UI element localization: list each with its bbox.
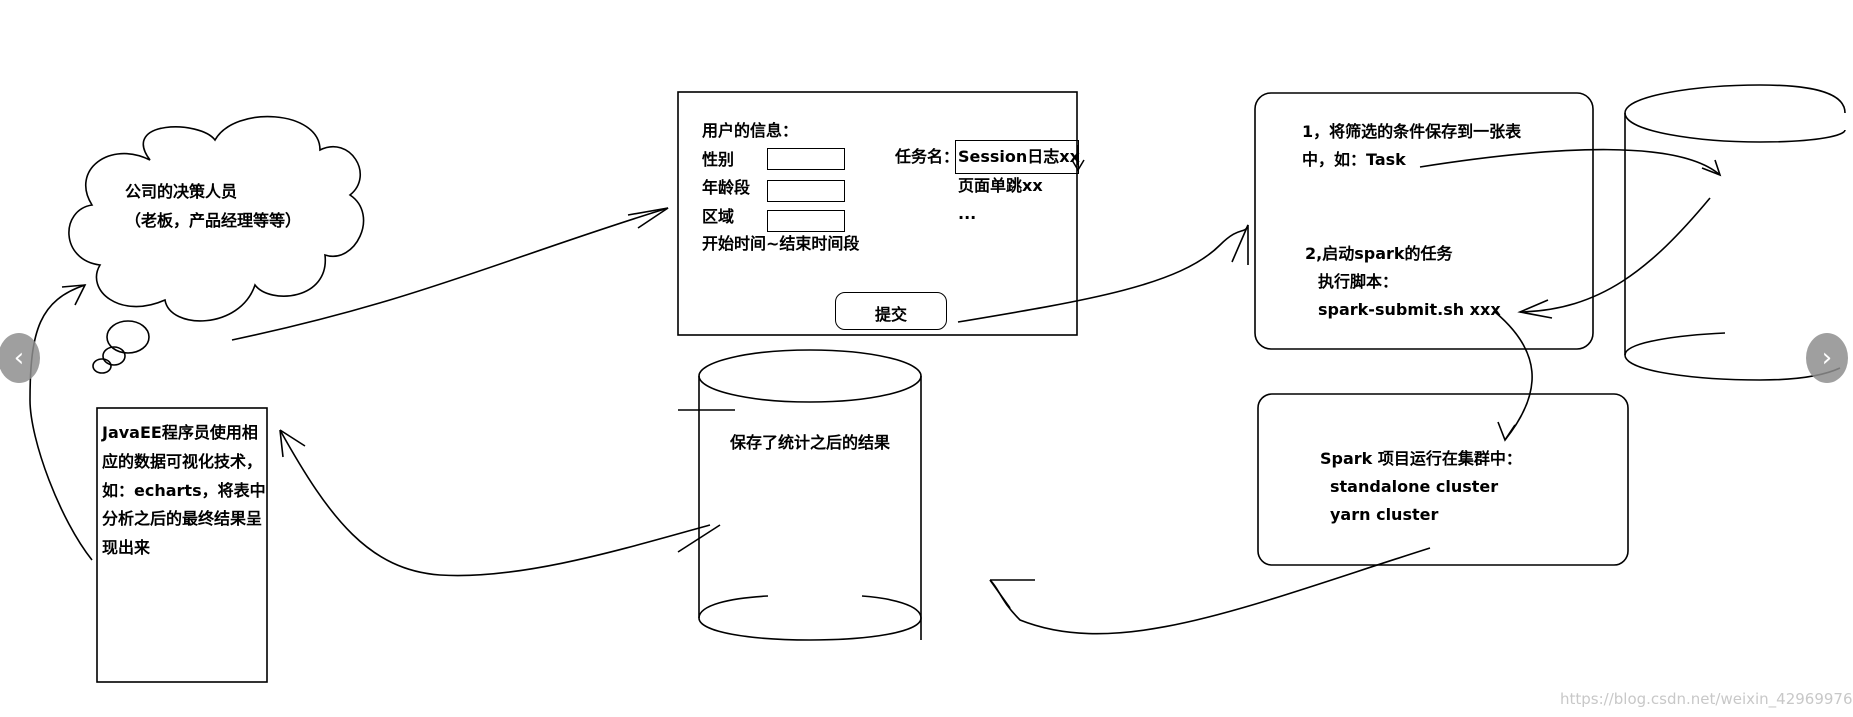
javaee-line-5: 现出来 xyxy=(102,538,151,557)
form-heading: 用户的信息： xyxy=(702,121,799,140)
form-panel xyxy=(677,91,1078,336)
cluster-panel xyxy=(1257,393,1629,566)
arrow-javaee-to-cloud xyxy=(29,284,93,561)
step-line-4: 执行脚本： xyxy=(1318,272,1399,291)
arrow-db-to-script xyxy=(1519,197,1711,313)
region-label: 区域 xyxy=(702,207,735,226)
cluster-line-1: Spark 项目运行在集群中： xyxy=(1320,449,1522,468)
thought-cloud xyxy=(68,115,365,322)
cloud-line-1: 公司的决策人员 xyxy=(125,182,238,201)
result-db-label: 保存了统计之后的结果 xyxy=(730,433,891,452)
cluster-line-3: yarn cluster xyxy=(1330,505,1439,524)
gender-input[interactable] xyxy=(767,148,845,170)
step-line-5: spark-submit.sh xxx xyxy=(1318,300,1501,319)
thought-bubble-medium xyxy=(102,346,126,366)
javaee-line-4: 分析之后的最终结果呈 xyxy=(102,509,263,528)
task-option-2: 页面单跳xx xyxy=(958,176,1043,195)
javaee-line-3: 如：echarts，将表中 xyxy=(102,481,266,500)
result-db-cylinder xyxy=(698,349,922,641)
chevron-right-icon: › xyxy=(1821,343,1833,373)
time-range-label: 开始时间~结束时间段 xyxy=(702,234,860,253)
arrow-head-cluster xyxy=(1497,421,1516,442)
task-db-cylinder xyxy=(1624,84,1846,381)
previous-button[interactable]: ‹ xyxy=(0,333,40,383)
arrow-head-db xyxy=(1701,159,1722,177)
javaee-line-2: 应的数据可视化技术， xyxy=(102,452,263,471)
task-option-1: Session日志xx xyxy=(958,147,1080,166)
step-line-3: 2,启动spark的任务 xyxy=(1305,244,1453,263)
task-option-3: ... xyxy=(958,204,977,223)
arrow-head-script xyxy=(1517,299,1553,319)
task-label: 任务名： xyxy=(895,147,960,166)
task-select[interactable] xyxy=(955,140,1079,174)
javaee-line-1: JavaEE程序员使用相 xyxy=(102,423,258,442)
arrow-task-to-db xyxy=(1419,148,1721,176)
step-panel xyxy=(1254,92,1594,350)
age-label: 年龄段 xyxy=(702,178,751,197)
arrow-cloud-to-form xyxy=(231,207,669,341)
gender-label: 性别 xyxy=(702,150,735,169)
arrow-head-steps xyxy=(1231,224,1249,265)
submit-button[interactable]: 提交 xyxy=(835,292,947,330)
watermark: https://blog.csdn.net/weixin_42969976 xyxy=(1560,690,1853,708)
step-line-1: 1，将筛选的条件保存到一张表 xyxy=(1302,122,1522,141)
age-input[interactable] xyxy=(767,180,845,202)
next-button[interactable]: › xyxy=(1806,333,1848,383)
arrow-db-to-javaee xyxy=(279,429,711,577)
cluster-line-2: standalone cluster xyxy=(1330,477,1499,496)
cloud-line-2: （老板，产品经理等等） xyxy=(125,211,302,230)
arrow-form-to-steps xyxy=(957,224,1249,323)
arrow-head-cloud xyxy=(61,284,87,306)
thought-bubble-large xyxy=(106,320,150,354)
arrow-head-db2 xyxy=(989,579,1035,609)
arrow-head-form xyxy=(627,207,669,229)
arrow-head-javaee xyxy=(279,429,306,458)
arrow-cluster-to-db xyxy=(989,547,1431,635)
step-line-2: 中，如：Task xyxy=(1302,150,1406,169)
region-input[interactable] xyxy=(767,210,845,232)
javaee-panel xyxy=(96,407,268,683)
arrow-db-tick xyxy=(677,524,721,553)
chevron-left-icon: ‹ xyxy=(13,343,25,373)
arrow-script-to-cluster xyxy=(1494,311,1533,441)
thought-bubble-small xyxy=(92,358,112,374)
